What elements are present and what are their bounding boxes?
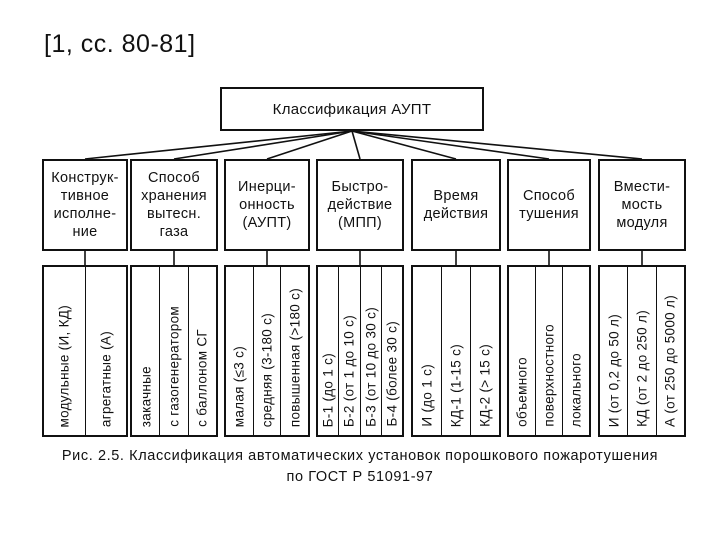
- subcategory-cell: Б-1 (до 1 с): [318, 267, 338, 435]
- subcategory-label: модульные (И, КД): [56, 304, 72, 427]
- subcategory-cell: КД-2 (> 15 с): [470, 267, 499, 435]
- subcategory-label: КД-1 (1-15 с): [448, 343, 464, 427]
- subcategory-label: агрегатные (А): [98, 330, 114, 427]
- caption-line-2: по ГОСТ Р 51091-97: [286, 469, 434, 485]
- subcategory-cell: И (от 0,2 до 50 л): [600, 267, 627, 435]
- subcategory-cell: средняя (3-180 с): [252, 267, 281, 435]
- subcategory-label: повышенная (>180 с): [287, 287, 303, 427]
- root-connector: [266, 130, 353, 160]
- subcategory-group-7: И (от 0,2 до 50 л) КД (от 2 до 250 л) А (о…: [598, 265, 686, 437]
- subcategory-label: Б-1 (до 1 с): [320, 352, 336, 427]
- figure-caption: Рис. 2.5. Классификация автоматических у…: [30, 446, 690, 488]
- subcategory-cell: закачные: [132, 267, 159, 435]
- root-label: Классификация АУПТ: [272, 100, 432, 118]
- subcategory-cell: локального: [562, 267, 589, 435]
- root-connector: [351, 130, 550, 160]
- subcategory-cell: КД-1 (1-15 с): [441, 267, 470, 435]
- subcategory-label: с баллоном СГ: [194, 329, 210, 427]
- subcategory-label: Б-3 (от 10 до 30 с): [363, 307, 379, 427]
- subcategory-cell: И (до 1 с): [413, 267, 441, 435]
- subcategory-cell: Б-3 (от 10 до 30 с): [359, 267, 381, 435]
- root-node: Классификация АУПТ: [220, 87, 484, 131]
- subcategory-label: КД (от 2 до 250 л): [634, 310, 650, 427]
- category-box-7: Вмести- мость модуля: [598, 159, 686, 251]
- subcategory-label: средняя (3-180 с): [259, 312, 275, 427]
- subcategory-label: Б-4 (более 30 с): [384, 321, 400, 427]
- category-box-6: Способ тушения: [507, 159, 591, 251]
- subcategory-cell: малая (≤3 с): [226, 267, 253, 435]
- root-connector: [351, 130, 643, 160]
- subcategory-cell: поверхностного: [535, 267, 562, 435]
- subcategory-group-6: объемного поверхностного локального: [507, 265, 591, 437]
- category-label: Инерци- онность (АУПТ): [238, 179, 296, 231]
- subcategory-label: поверхностного: [541, 324, 557, 427]
- subcategory-label: объемного: [514, 357, 530, 427]
- subcategory-label: КД-2 (> 15 с): [477, 344, 493, 427]
- subcategory-label: закачные: [138, 365, 154, 427]
- subcategory-label: А (от 250 до 5000 л): [662, 295, 678, 427]
- category-box-5: Время действия: [411, 159, 501, 251]
- category-box-3: Инерци- онность (АУПТ): [224, 159, 310, 251]
- subcategory-label: локального: [568, 352, 584, 427]
- subcategory-group-4: Б-1 (до 1 с) Б-2 (от 1 до 10 с) Б-3 (от 10…: [316, 265, 404, 437]
- subcategory-group-5: И (до 1 с) КД-1 (1-15 с) КД-2 (> 15 с): [411, 265, 501, 437]
- caption-line-1: Рис. 2.5. Классификация автоматических у…: [61, 448, 659, 464]
- root-connector: [173, 130, 353, 160]
- category-box-4: Быстро- действие (МПП): [316, 159, 404, 251]
- subcategory-cell: повышенная (>180 с): [280, 267, 308, 435]
- category-box-2: Способ хранения вытесн. газа: [130, 159, 218, 251]
- subcategory-label: малая (≤3 с): [231, 345, 247, 427]
- subcategory-cell: с баллоном СГ: [187, 267, 216, 435]
- subcategory-label: И (до 1 с): [419, 364, 435, 427]
- subcategory-cell: объемного: [509, 267, 535, 435]
- subcategory-cell: с газогенератором: [159, 267, 187, 435]
- category-label: Способ тушения: [519, 188, 579, 222]
- reference-citation: [1, сс. 80-81]: [44, 30, 196, 58]
- subcategory-label: И (от 0,2 до 50 л): [606, 313, 622, 427]
- category-label: Быстро- действие (МПП): [327, 179, 393, 231]
- subcategory-cell: КД (от 2 до 250 л): [627, 267, 655, 435]
- category-box-1: Конструк- тивное исполне- ние: [42, 159, 128, 251]
- root-connector: [84, 130, 353, 160]
- category-label: Способ хранения вытесн. газа: [141, 170, 207, 240]
- category-label: Время действия: [423, 188, 489, 222]
- subcategory-label: с газогенератором: [166, 306, 182, 427]
- subcategory-group-3: малая (≤3 с) средняя (3-180 с) повышенная …: [224, 265, 310, 437]
- subcategory-label: Б-2 (от 1 до 10 с): [341, 314, 357, 427]
- subcategory-cell: агрегатные (А): [84, 267, 127, 435]
- subcategory-cell: Б-4 (более 30 с): [380, 267, 402, 435]
- subcategory-cell: модульные (И, КД): [44, 267, 85, 435]
- category-label: Конструк- тивное исполне- ние: [51, 170, 119, 240]
- category-label: Вмести- мость модуля: [613, 179, 671, 231]
- subcategory-cell: А (от 250 до 5000 л): [655, 267, 684, 435]
- subcategory-group-1: модульные (И, КД) агрегатные (А): [42, 265, 128, 437]
- root-connector: [351, 130, 361, 160]
- subcategory-cell: Б-2 (от 1 до 10 с): [338, 267, 359, 435]
- root-connector: [351, 130, 457, 160]
- subcategory-group-2: закачные с газогенератором с баллоном СГ: [130, 265, 218, 437]
